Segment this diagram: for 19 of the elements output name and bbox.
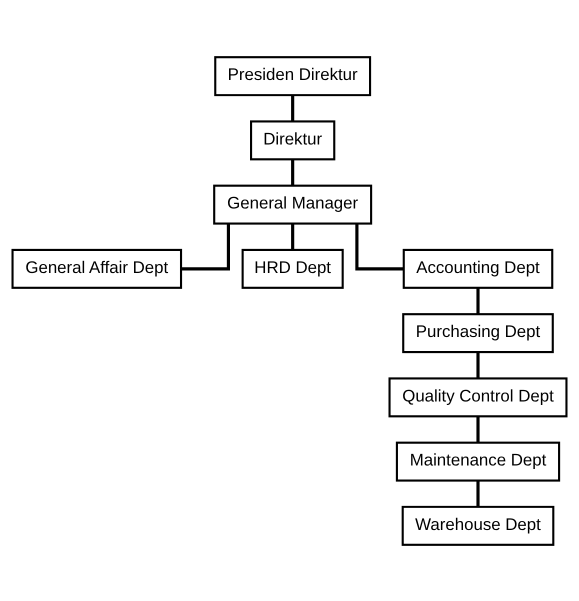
node-box: Presiden Direktur [214,56,372,96]
node-box: Direktur [250,120,336,160]
node-box: HRD Dept [242,248,344,288]
connector [291,94,294,121]
node-box: Purchasing Dept [402,312,554,353]
connector [476,288,480,314]
connector [476,480,480,506]
node-box: Quality Control Dept [388,376,568,417]
connector [476,352,480,378]
node-box: Accounting Dept [402,248,554,288]
node-box: General Manager [213,184,372,224]
node-box: Maintenance Dept [396,441,560,482]
connector [291,223,294,250]
node-box: General Affair Dept [11,248,182,288]
connector [355,223,404,270]
connector [181,223,230,270]
node-box: Warehouse Dept [402,505,554,546]
connector [291,159,294,185]
connector [476,416,480,442]
